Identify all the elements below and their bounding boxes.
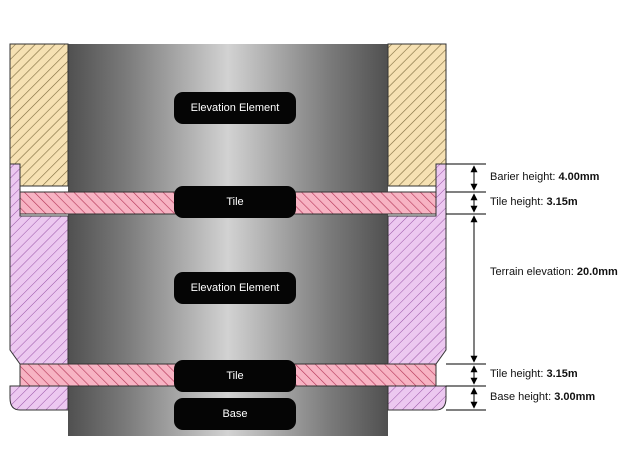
terrain-elevation-value: 20.0mm (576, 266, 618, 278)
tile-height-label-bottom: Tile height: (490, 368, 547, 380)
base-height-label: Base height: (490, 391, 555, 403)
base-right (387, 385, 447, 411)
base-left (9, 385, 69, 411)
tile-height-label-top: Tile height: (490, 196, 547, 208)
barrier-height-value: 4.00mm (558, 171, 600, 183)
tile-height-dimension-top: Tile height: 3.15m (490, 196, 578, 208)
elevation-wall-left (9, 163, 69, 365)
tile-height-value-bottom: 3.15m (546, 368, 578, 380)
elevation-element-label-top: Elevation Element (174, 92, 296, 124)
base-label: Base (174, 398, 296, 430)
terrain-elevation-label: Terrain elevation: (490, 266, 577, 278)
base-height-value: 3.00mm (554, 391, 596, 403)
elevation-element-label-mid: Elevation Element (174, 272, 296, 304)
tile-height-value-top: 3.15m (546, 196, 578, 208)
barrier-height-label: Barier height: (490, 171, 559, 183)
tile-height-dimension-bottom: Tile height: 3.15m (490, 368, 578, 380)
base-height-dimension: Base height: 3.00mm (490, 391, 595, 403)
barrier-height-dimension: Barier height: 4.00mm (490, 171, 599, 183)
tile-label-bottom: Tile (174, 360, 296, 392)
terrain-elevation-dimension: Terrain elevation: 20.0mm (490, 266, 618, 278)
tile-label-top: Tile (174, 186, 296, 218)
dimension-lines (446, 163, 486, 411)
barrier-left (9, 43, 69, 187)
